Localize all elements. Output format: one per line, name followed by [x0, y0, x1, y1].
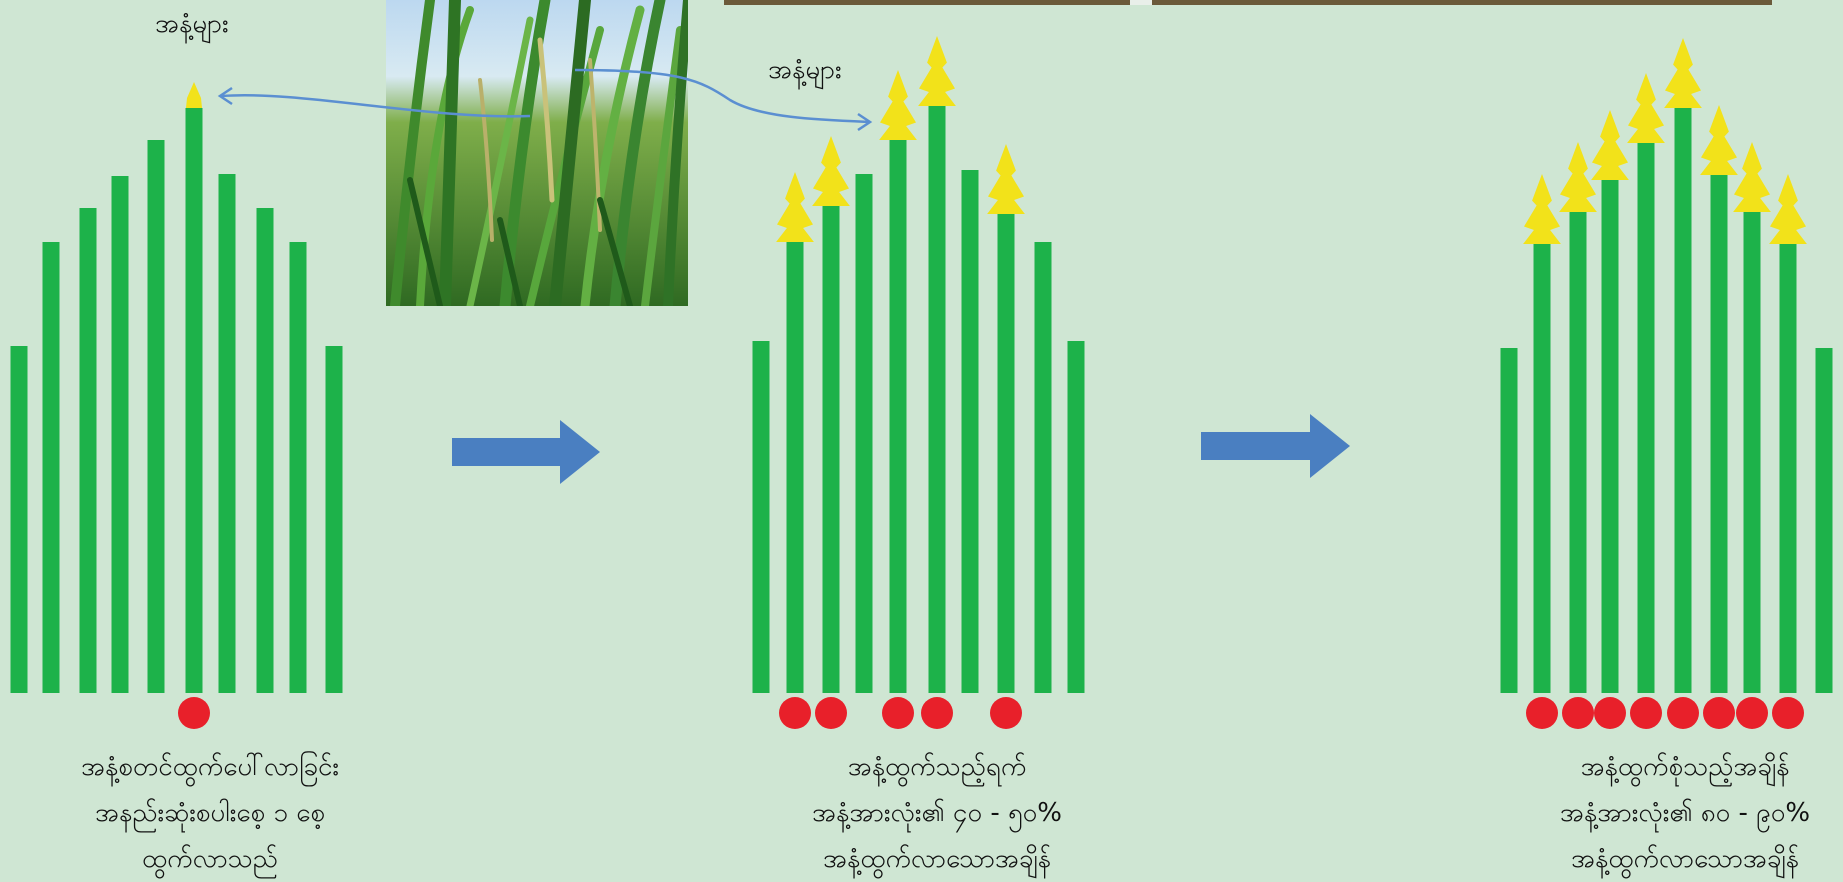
panicle [812, 136, 850, 206]
flowering-dot [1703, 697, 1735, 729]
rice-stem [1710, 175, 1728, 693]
rice-stem [1601, 180, 1619, 693]
flowering-dot [1772, 697, 1804, 729]
flowering-dot [1526, 697, 1558, 729]
top-photo-strip [724, 0, 1772, 5]
panicle-label-left: အနံ့များ [155, 9, 229, 39]
stage-3-caption-line-2: အနံ့အားလုံး၏ ၈၀ - ၉၀% [1559, 798, 1811, 828]
stage-1-caption-line-1: အနံ့စတင်ထွက်ပေါ်လာခြင်း [80, 752, 340, 782]
rice-stem [218, 174, 236, 693]
flowering-dot [1667, 697, 1699, 729]
rice-stem [1743, 212, 1761, 693]
rice-stem [289, 242, 307, 693]
flowering-dot [1630, 697, 1662, 729]
flowering-dot [178, 697, 210, 729]
panicle [1664, 38, 1702, 108]
rice-stem [855, 174, 873, 693]
stage-2-caption-line-2: အနံ့အားလုံး၏ ၄၀ - ၅၀% [812, 798, 1062, 828]
flowering-dot [779, 697, 811, 729]
flowering-dot [1562, 697, 1594, 729]
pointer-arrow-left [217, 86, 531, 118]
stage-3-caption-line-1: အနံ့ထွက်စုံသည့်အချိန် [1580, 752, 1790, 782]
rice-stem [752, 341, 770, 693]
panicle [1591, 110, 1629, 180]
rice-stem [822, 206, 840, 693]
rice-stem [1067, 341, 1085, 693]
panicle [186, 82, 202, 108]
flowering-dot [1736, 697, 1768, 729]
stage-1-caption-line-3: ထွက်လာသည် [142, 844, 278, 874]
panicle [776, 172, 814, 242]
rice-stem [1500, 348, 1518, 693]
panicle [1769, 174, 1807, 244]
panicle [918, 36, 956, 106]
rice-stem [961, 170, 979, 693]
panicle [1559, 142, 1597, 212]
panicle [1733, 142, 1771, 212]
rice-photo [386, 0, 688, 306]
rice-stem [10, 346, 28, 693]
stage-1-caption-line-2: အနည်းဆုံးစပါးစေ့ ၁ စေ့ [95, 798, 325, 828]
rice-stem [111, 176, 129, 693]
rice-stem [42, 242, 60, 693]
panicle-label-mid: အနံ့များ [768, 55, 842, 85]
rice-stem [1569, 212, 1587, 693]
flowering-dot [921, 697, 953, 729]
rice-stem [1815, 348, 1833, 693]
rice-stem [1034, 242, 1052, 693]
top-photo-strip-gap [1130, 0, 1152, 5]
flowering-dot [815, 697, 847, 729]
rice-stem [1674, 108, 1692, 693]
stage-3-plant [1500, 38, 1833, 729]
rice-stem [256, 208, 274, 693]
rice-stem [185, 108, 203, 693]
flowering-dot [990, 697, 1022, 729]
stage-2-caption-line-1: အနံ့ထွက်သည့်ရက် [847, 752, 1027, 782]
rice-stem [786, 242, 804, 693]
rice-stem [79, 208, 97, 693]
panicle [987, 144, 1025, 214]
panicle [1523, 174, 1561, 244]
stage-2-caption: အနံ့ထွက်သည့်ရက် အနံ့အားလုံး၏ ၄၀ - ၅၀% အန… [727, 744, 1147, 882]
stage-3-caption-line-3: အနံ့ထွက်လာသောအချိန် [1571, 844, 1799, 874]
stage-1-caption: အနံ့စတင်ထွက်ပေါ်လာခြင်း အနည်းဆုံးစပါးစေ့… [0, 744, 420, 882]
rice-stem [1533, 244, 1551, 693]
panicle [1700, 105, 1738, 175]
panicle [1627, 73, 1665, 143]
arrow-right-icon [1201, 414, 1350, 478]
panicle [879, 70, 917, 140]
rice-stem [147, 140, 165, 693]
rice-stem [325, 346, 343, 693]
flowering-dot [882, 697, 914, 729]
rice-stem [1637, 143, 1655, 693]
pointer-arrow-mid [574, 68, 873, 132]
rice-stem [1779, 244, 1797, 693]
rice-stem [997, 214, 1015, 693]
rice-stem [889, 140, 907, 693]
stage-2-plant [752, 36, 1085, 729]
rice-stem [928, 106, 946, 693]
arrow-right-icon [452, 420, 600, 484]
stage-2-caption-line-3: အနံ့ထွက်လာသောအချိန် [823, 844, 1051, 874]
stage-3-caption: အနံ့ထွက်စုံသည့်အချိန် အနံ့အားလုံး၏ ၈၀ - … [1475, 744, 1843, 882]
stage-1-plant [10, 82, 343, 729]
flowering-dot [1594, 697, 1626, 729]
